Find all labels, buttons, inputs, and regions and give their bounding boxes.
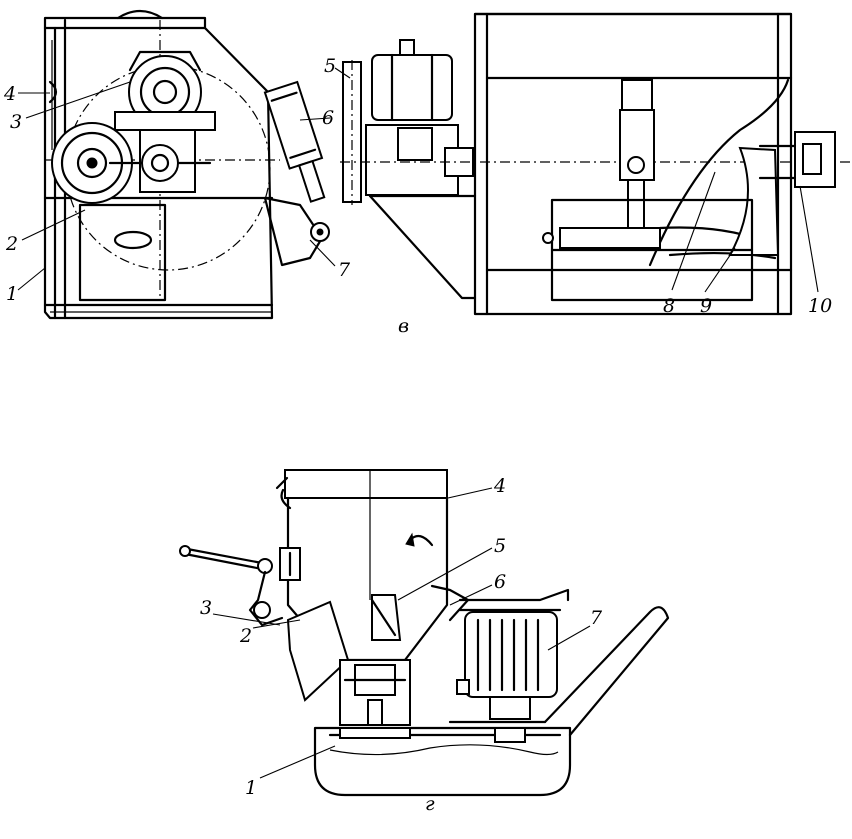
callout-g-6: 6 bbox=[494, 571, 506, 593]
callout-g-1: 1 bbox=[245, 777, 257, 799]
callout-v-9: 9 bbox=[700, 295, 712, 317]
view-g-caption: г bbox=[425, 793, 435, 815]
view-g-mixer bbox=[179, 469, 670, 797]
view-v-left-elevation bbox=[43, 9, 330, 320]
view-v-right-elevation bbox=[340, 12, 850, 316]
leaders-view-g bbox=[212, 487, 591, 779]
view-v-caption: в bbox=[398, 315, 409, 337]
callout-v-2: 2 bbox=[5, 233, 18, 255]
callout-g-5: 5 bbox=[494, 535, 506, 557]
callout-v-7: 7 bbox=[338, 259, 351, 281]
callout-g-3: 3 bbox=[200, 597, 212, 619]
callout-v-1: 1 bbox=[6, 283, 18, 305]
callout-v-4: 4 bbox=[3, 83, 16, 105]
callout-labels: 4 3 2 1 6 7 5 8 9 10 в 4 5 6 3 2 7 1 г bbox=[3, 55, 832, 815]
callout-v-10: 10 bbox=[808, 295, 832, 317]
leaders-view-v-left bbox=[17, 81, 336, 291]
callout-g-4: 4 bbox=[493, 475, 506, 497]
callout-g-2: 2 bbox=[239, 625, 252, 647]
callout-v-5: 5 bbox=[324, 55, 336, 77]
callout-g-7: 7 bbox=[590, 607, 603, 629]
callout-v-8: 8 bbox=[663, 295, 675, 317]
callout-v-6: 6 bbox=[322, 107, 334, 129]
leaders-view-v-right bbox=[334, 67, 819, 293]
callout-v-3: 3 bbox=[10, 111, 22, 133]
